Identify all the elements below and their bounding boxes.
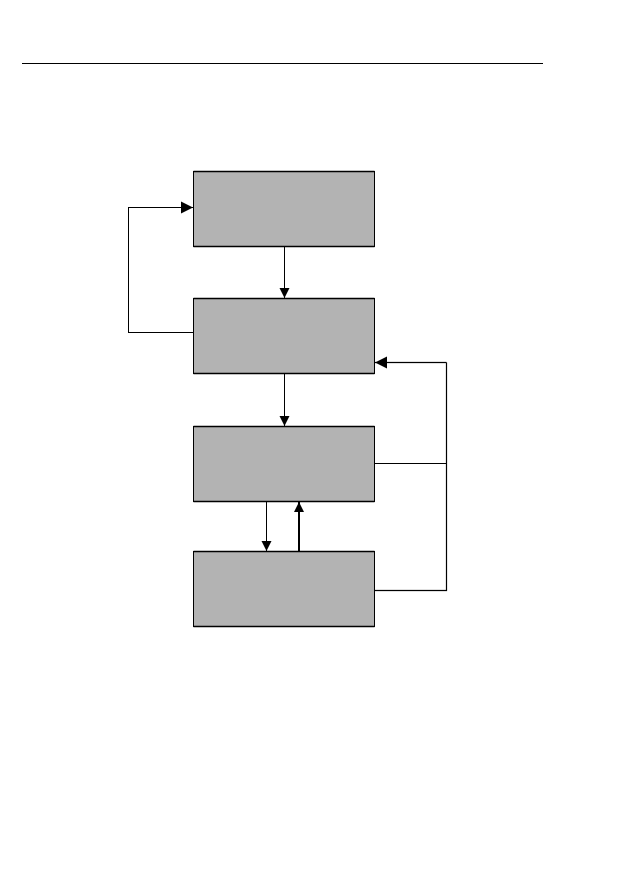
flow-box-1: [193, 170, 375, 248]
feedback-line-box4: [375, 362, 448, 592]
flow-box-3: [193, 425, 375, 503]
header-rule: [22, 63, 543, 64]
flow-box-4: [193, 550, 375, 628]
flow-box-2: [193, 297, 375, 375]
loop-arrow-box2-to-box1: [128, 201, 193, 333]
